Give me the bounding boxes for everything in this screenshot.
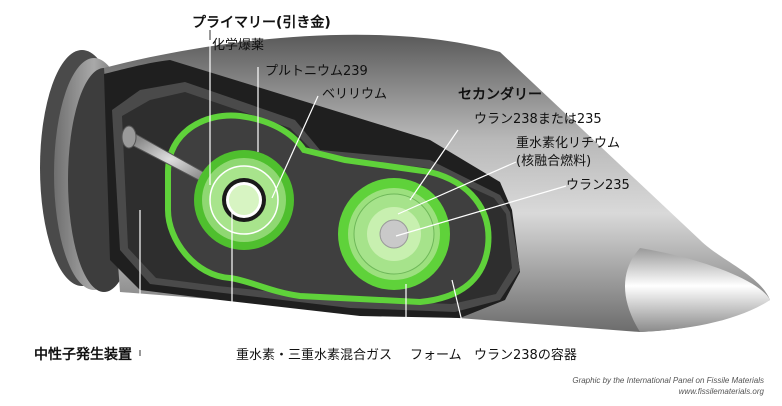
label-plutonium: プルトニウム239: [265, 64, 368, 79]
label-neutron-generator: 中性子発生装置: [34, 347, 132, 363]
secondary-stage: [338, 178, 450, 290]
label-secondary: セカンダリー: [458, 87, 542, 103]
label-u238-or-235: ウラン238または235: [474, 112, 602, 127]
label-u235: ウラン235: [566, 178, 630, 193]
label-primary: プライマリー(引き金): [192, 15, 331, 31]
primary-stage: [194, 150, 294, 250]
label-chemical-explosive: 化学爆薬: [212, 38, 265, 53]
credit-line-1: Graphic by the International Panel on Fi…: [572, 376, 764, 385]
credit-line-2: www.fissilematerials.org: [678, 387, 764, 396]
label-lithium-deuteride: 重水素化リチウム: [516, 136, 621, 151]
leader-lines-dark: [139, 30, 211, 356]
label-u238-container: ウラン238の容器: [474, 348, 577, 363]
label-foam: フォーム: [410, 348, 462, 363]
leader-lines: [139, 40, 567, 356]
label-fusion-fuel: (核融合燃料): [516, 154, 592, 169]
label-beryllium: ベリリウム: [322, 87, 388, 102]
label-dt-gas: 重水素・三重水素混合ガス: [236, 348, 393, 363]
